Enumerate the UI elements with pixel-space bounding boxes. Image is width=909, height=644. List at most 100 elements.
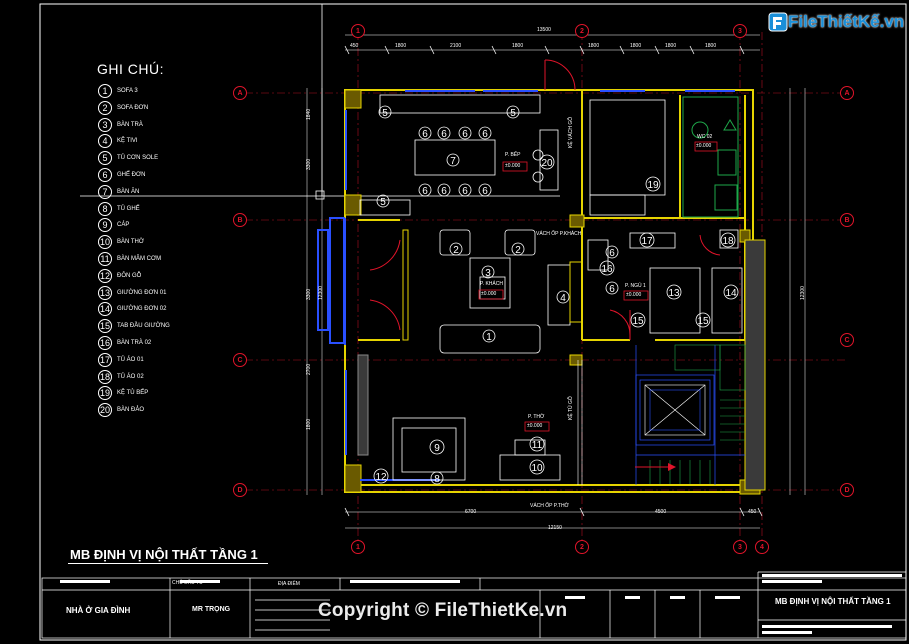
room-level-altar: ±0.000 bbox=[527, 423, 543, 429]
svg-text:1: 1 bbox=[486, 332, 492, 343]
dim-top-7: 1800 bbox=[705, 43, 717, 49]
svg-text:6: 6 bbox=[482, 129, 488, 140]
svg-text:6: 6 bbox=[441, 129, 447, 140]
svg-text:5: 5 bbox=[382, 108, 388, 119]
dim-bottom-2: 450 bbox=[748, 509, 757, 515]
room-level-bedroom1: ±0.000 bbox=[626, 292, 642, 298]
axis-row-b-right: B bbox=[840, 213, 854, 227]
legend-number: 12 bbox=[98, 268, 112, 283]
legend-number: 10 bbox=[98, 235, 112, 250]
wall-label-living: VÁCH ỐP P.KHÁCH bbox=[536, 231, 582, 237]
axis-col-1-top: 1 bbox=[351, 24, 365, 38]
dim-bottom-0: 6700 bbox=[465, 509, 477, 515]
legend-item: 1 SOFA 3 bbox=[98, 84, 138, 98]
dim-top-3: 1800 bbox=[512, 43, 524, 49]
axis-col-2-bottom: 2 bbox=[575, 540, 589, 554]
axis-col-2-top: 2 bbox=[575, 24, 589, 38]
axis-col-1-bottom: 1 bbox=[351, 540, 365, 554]
legend-number: 1 bbox=[98, 84, 112, 98]
legend-text: SOFA 3 bbox=[117, 88, 138, 94]
tb-label-location: ĐỊA ĐIỂM bbox=[278, 581, 300, 587]
legend-item: 16 BÀN TRÀ 02 bbox=[98, 336, 151, 350]
legend-number: 9 bbox=[98, 218, 112, 233]
svg-text:8: 8 bbox=[434, 474, 440, 485]
legend-number: 15 bbox=[98, 319, 112, 334]
legend-text: BÀN THỜ bbox=[117, 239, 145, 246]
legend-text: TỦ GHẾ bbox=[117, 205, 140, 212]
legend-number: 17 bbox=[98, 352, 112, 367]
room-level-living: ±0.000 bbox=[481, 291, 497, 297]
svg-text:6: 6 bbox=[422, 129, 428, 140]
svg-text:6: 6 bbox=[482, 186, 488, 197]
legend-number: 11 bbox=[98, 252, 112, 266]
svg-text:12: 12 bbox=[375, 472, 387, 483]
svg-text:2: 2 bbox=[515, 245, 521, 256]
legend-number: 4 bbox=[98, 134, 112, 149]
room-label-kitchen: P. BẾP bbox=[505, 152, 521, 158]
svg-text:9: 9 bbox=[434, 443, 440, 454]
tb-sheet-title: MB ĐỊNH VỊ NỘI THẤT TẦNG 1 bbox=[775, 597, 891, 606]
axis-row-c-left: C bbox=[233, 353, 247, 367]
legend-text: ĐÔN GỖ bbox=[117, 272, 142, 279]
room-label-bedroom1: P. NGỦ 1 bbox=[625, 283, 646, 289]
legend-text: TỦ ÁO 02 bbox=[117, 373, 144, 380]
legend-item: 17 TỦ ÁO 01 bbox=[98, 352, 144, 367]
legend-text: TỦ ÁO 01 bbox=[117, 356, 144, 363]
legend-text: BÀN TRÀ 02 bbox=[117, 340, 152, 346]
room-label-wc: WC 02 bbox=[697, 134, 713, 140]
axis-row-c-right: C bbox=[840, 333, 854, 347]
legend-item: 15 TAB ĐẦU GIƯỜNG bbox=[98, 319, 170, 334]
axis-col-3-top: 3 bbox=[733, 24, 747, 38]
svg-text:6: 6 bbox=[609, 248, 615, 259]
dim-top-6: 1800 bbox=[665, 43, 677, 49]
axis-row-a-left: A bbox=[233, 86, 247, 100]
room-level-kitchen: ±0.000 bbox=[505, 163, 521, 169]
drawing-title: MB ĐỊNH VỊ NỘI THẤT TẦNG 1 bbox=[70, 547, 258, 562]
legend-text: BÀN TRÀ bbox=[117, 121, 143, 128]
site-logo[interactable]: FileThiếtKế.vn bbox=[768, 12, 904, 32]
legend-number: 16 bbox=[98, 336, 112, 350]
wall-label-altar: VÁCH ỐP P.THỜ bbox=[530, 503, 569, 509]
legend-text: KỆ TỦ BẾP bbox=[117, 390, 149, 397]
svg-text:6: 6 bbox=[609, 284, 615, 295]
svg-text:15: 15 bbox=[697, 316, 709, 327]
legend-number: 6 bbox=[98, 168, 112, 182]
dim-top-total: 13500 bbox=[537, 27, 551, 33]
legend-text: CÁP bbox=[117, 222, 130, 229]
svg-text:10: 10 bbox=[531, 463, 543, 474]
svg-text:20: 20 bbox=[541, 158, 553, 169]
axis-col-4-bottom: 4 bbox=[755, 540, 769, 554]
legend-text: GIƯỜNG ĐƠN 02 bbox=[117, 306, 167, 313]
axis-col-3-bottom: 3 bbox=[733, 540, 747, 554]
svg-text:14: 14 bbox=[725, 288, 737, 299]
legend-text: BÀN ĐẢO bbox=[117, 407, 145, 414]
legend-item: 10 BÀN THỜ bbox=[98, 235, 145, 250]
legend-item: 9 CÁP bbox=[98, 218, 130, 233]
dim-top-5: 1800 bbox=[630, 43, 642, 49]
legend-item: 12 ĐÔN GỖ bbox=[98, 268, 142, 283]
legend-title: GHI CHÚ: bbox=[97, 61, 164, 77]
dim-top-1: 1800 bbox=[395, 43, 407, 49]
legend-text: GIƯỜNG ĐƠN 01 bbox=[117, 289, 167, 296]
legend-text: KỆ TIVI bbox=[117, 138, 138, 145]
legend-number: 3 bbox=[98, 117, 112, 132]
svg-text:6: 6 bbox=[462, 186, 468, 197]
svg-text:6: 6 bbox=[422, 186, 428, 197]
legend-text: BÀN ĂN bbox=[117, 188, 140, 195]
dim-top-0: 450 bbox=[350, 43, 359, 49]
legend-text: TAB ĐẦU GIƯỜNG bbox=[117, 323, 170, 330]
room-label-altar: P. THỜ bbox=[528, 414, 545, 420]
axis-row-d-left: D bbox=[233, 483, 247, 497]
room-label-living: P. KHÁCH bbox=[480, 281, 503, 287]
svg-text:2: 2 bbox=[453, 245, 459, 256]
